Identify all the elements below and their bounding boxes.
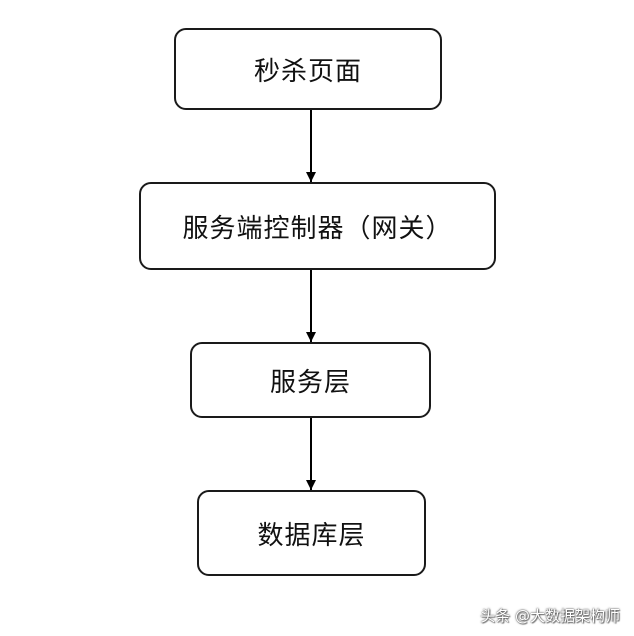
node-service-layer: 服务层 [190, 342, 431, 418]
watermark: 头条 @大数据架构师 [480, 607, 620, 625]
node-database-layer: 数据库层 [197, 490, 426, 576]
node-label: 服务端控制器（网关） [182, 213, 453, 244]
node-server-controller-gateway: 服务端控制器（网关） [139, 182, 496, 270]
node-seckill-page: 秒杀页面 [174, 28, 442, 110]
node-label: 服务层 [269, 367, 351, 398]
node-label: 秒杀页面 [253, 56, 362, 87]
node-label: 数据库层 [257, 520, 366, 551]
